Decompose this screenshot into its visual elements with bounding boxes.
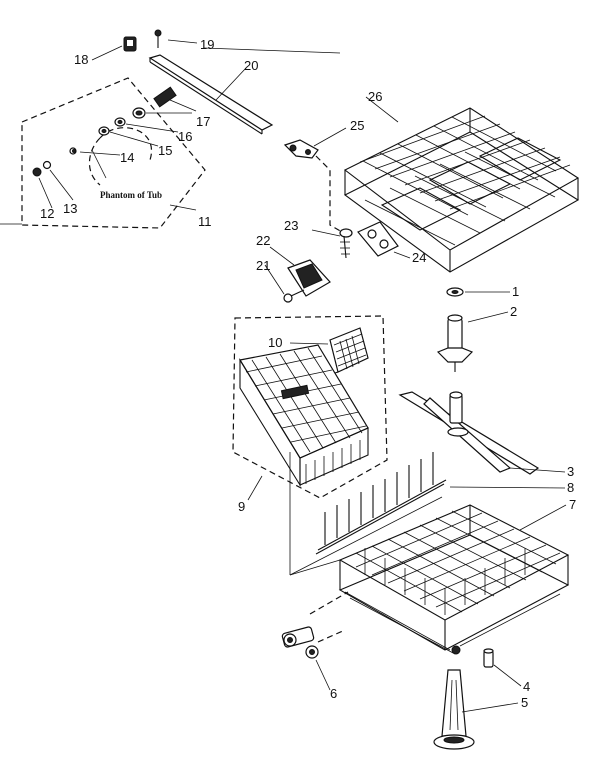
callout-20: 20 <box>244 58 258 73</box>
part-group-11-frame <box>0 77 206 229</box>
callout-8: 8 <box>567 480 574 495</box>
part-26-upper-rack <box>343 107 580 273</box>
part-21-screw <box>283 289 305 303</box>
callout-25: 25 <box>350 118 364 133</box>
part-3-upper-spray-arm <box>398 391 540 475</box>
callout-11: 11 <box>198 214 212 229</box>
callout-6: 6 <box>330 686 337 701</box>
part-18-end-cap <box>123 36 137 52</box>
leader-lines <box>38 39 567 713</box>
callout-18: 18 <box>74 52 88 67</box>
callout-12: 12 <box>40 206 54 221</box>
callout-7: 7 <box>569 497 576 512</box>
part-23-screw <box>339 228 353 259</box>
callout-24: 24 <box>412 250 426 265</box>
part-9-silverware-basket <box>239 344 369 487</box>
part-7-lower-rack <box>338 504 570 655</box>
callout-labels: 1 2 3 4 5 6 7 8 9 10 11 12 13 14 15 16 1… <box>40 37 576 710</box>
callout-1: 1 <box>512 284 519 299</box>
callout-23: 23 <box>284 218 298 233</box>
callout-15: 15 <box>158 143 172 158</box>
callout-2: 2 <box>510 304 517 319</box>
part-20-rack-track <box>148 54 274 135</box>
part-25-bracket <box>283 139 343 233</box>
callout-3: 3 <box>567 464 574 479</box>
callout-5: 5 <box>521 695 528 710</box>
part-8-tine-row <box>315 452 447 555</box>
callout-10: 10 <box>268 335 282 350</box>
callout-13: 13 <box>63 201 77 216</box>
part-1-nut <box>446 287 464 297</box>
part-2-spray-arm-manifold <box>436 314 474 372</box>
callout-14: 14 <box>120 150 134 165</box>
part-6-rack-roller <box>281 591 349 659</box>
callout-16: 16 <box>178 129 192 144</box>
phantom-of-tub-label: Phantom of Tub <box>100 190 162 200</box>
part-24-rail-bracket <box>357 221 399 257</box>
part-19-screw <box>154 29 162 48</box>
callout-9: 9 <box>238 499 245 514</box>
callout-17: 17 <box>196 114 210 129</box>
tub-fastener-parts <box>32 86 177 177</box>
callout-22: 22 <box>256 233 270 248</box>
part-5-spray-tower <box>433 669 475 750</box>
callout-4: 4 <box>523 679 530 694</box>
callout-21: 21 <box>256 258 270 273</box>
part-22-rack-stop <box>287 259 331 297</box>
callout-19: 19 <box>200 37 214 52</box>
part-4-bushing <box>483 648 494 668</box>
part-group-9-frame <box>232 315 388 499</box>
callout-26: 26 <box>368 89 382 104</box>
